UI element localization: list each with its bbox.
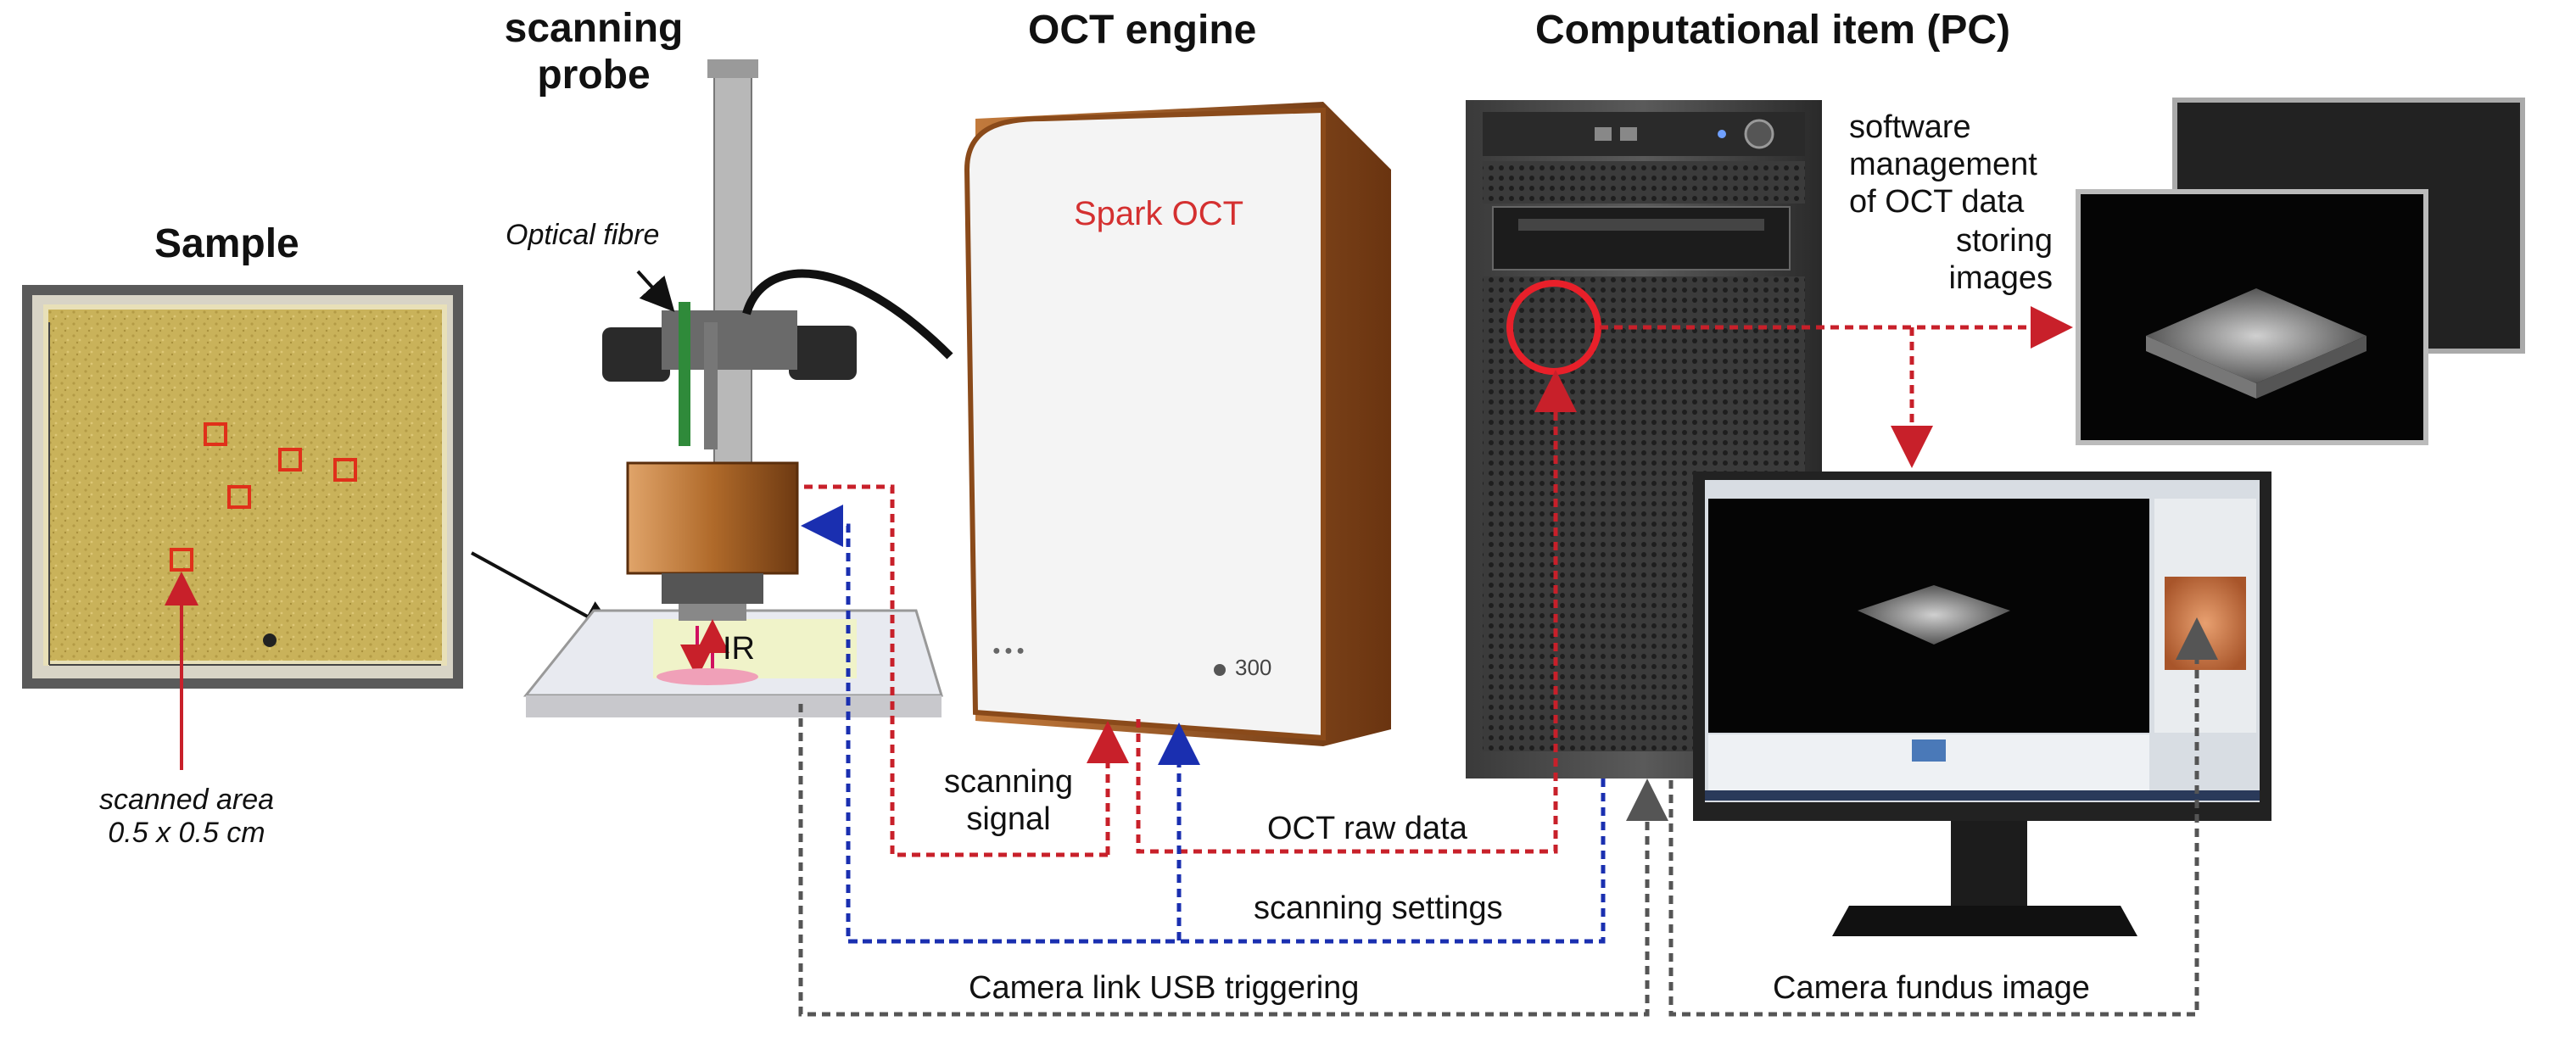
scanned-area-label: scanned area 0.5 x 0.5 cm bbox=[59, 784, 314, 850]
scan-square bbox=[170, 548, 193, 572]
title-oct-engine: OCT engine bbox=[1028, 8, 1257, 53]
scanning-signal-label: scanning signal bbox=[928, 763, 1089, 838]
camera-fundus-label: Camera fundus image bbox=[1773, 970, 2090, 1006]
scan-square bbox=[278, 448, 302, 472]
scanned-area-line1: scanned area bbox=[98, 784, 275, 816]
storing-line1: storing bbox=[1955, 223, 2053, 259]
software-line3: of OCT data bbox=[1849, 184, 2025, 220]
optical-fibre-pointer bbox=[636, 270, 675, 312]
engine-model-label: 300 bbox=[1235, 655, 1272, 680]
software-line2: management bbox=[1849, 147, 2037, 182]
monitor bbox=[1693, 472, 2271, 936]
scanning-probe bbox=[522, 59, 953, 717]
engine-logo-mark: ● ● ● bbox=[992, 644, 1025, 658]
oct-images bbox=[2076, 98, 2525, 445]
optical-fibre-label: Optical fibre bbox=[506, 219, 660, 251]
oct-raw-data-line bbox=[1136, 370, 1577, 854]
sample-photo bbox=[22, 285, 463, 689]
title-probe-line2: probe bbox=[537, 53, 651, 98]
scan-square bbox=[204, 422, 227, 446]
storing-line2: images bbox=[1948, 260, 2054, 296]
scanning-signal-line2: signal bbox=[966, 801, 1051, 837]
camera-link-label: Camera link USB triggering bbox=[969, 970, 1360, 1006]
ir-label: IR bbox=[723, 631, 755, 667]
scan-square bbox=[333, 458, 357, 482]
storing-images-label: storing images bbox=[1925, 222, 2054, 297]
title-computational: Computational item (PC) bbox=[1535, 8, 2010, 53]
scanned-area-line2: 0.5 x 0.5 cm bbox=[108, 817, 265, 849]
power-icon bbox=[1744, 119, 1774, 149]
camera-fundus-line bbox=[1668, 617, 2218, 1017]
scanning-signal-line1: scanning bbox=[943, 764, 1074, 800]
oct-engine: ● ● ● bbox=[964, 102, 1391, 746]
fundus-thumbnail bbox=[2165, 577, 2246, 670]
oct-raw-data-label: OCT raw data bbox=[1267, 811, 1467, 846]
engine-brand-label: Spark OCT bbox=[1074, 195, 1244, 232]
title-probe-line1: scanning bbox=[504, 6, 684, 51]
software-label: software management of OCT data bbox=[1849, 109, 2037, 220]
scanning-settings-line bbox=[801, 505, 1606, 944]
software-line1: software bbox=[1849, 109, 1971, 145]
scanning-settings-label: scanning settings bbox=[1254, 890, 1503, 926]
camera-link-line bbox=[798, 704, 1668, 1017]
title-sample: Sample bbox=[154, 221, 299, 266]
title-scanning-probe: scanning probe bbox=[483, 5, 704, 98]
scan-square bbox=[227, 485, 251, 509]
scanning-signal-line bbox=[804, 484, 1108, 857]
